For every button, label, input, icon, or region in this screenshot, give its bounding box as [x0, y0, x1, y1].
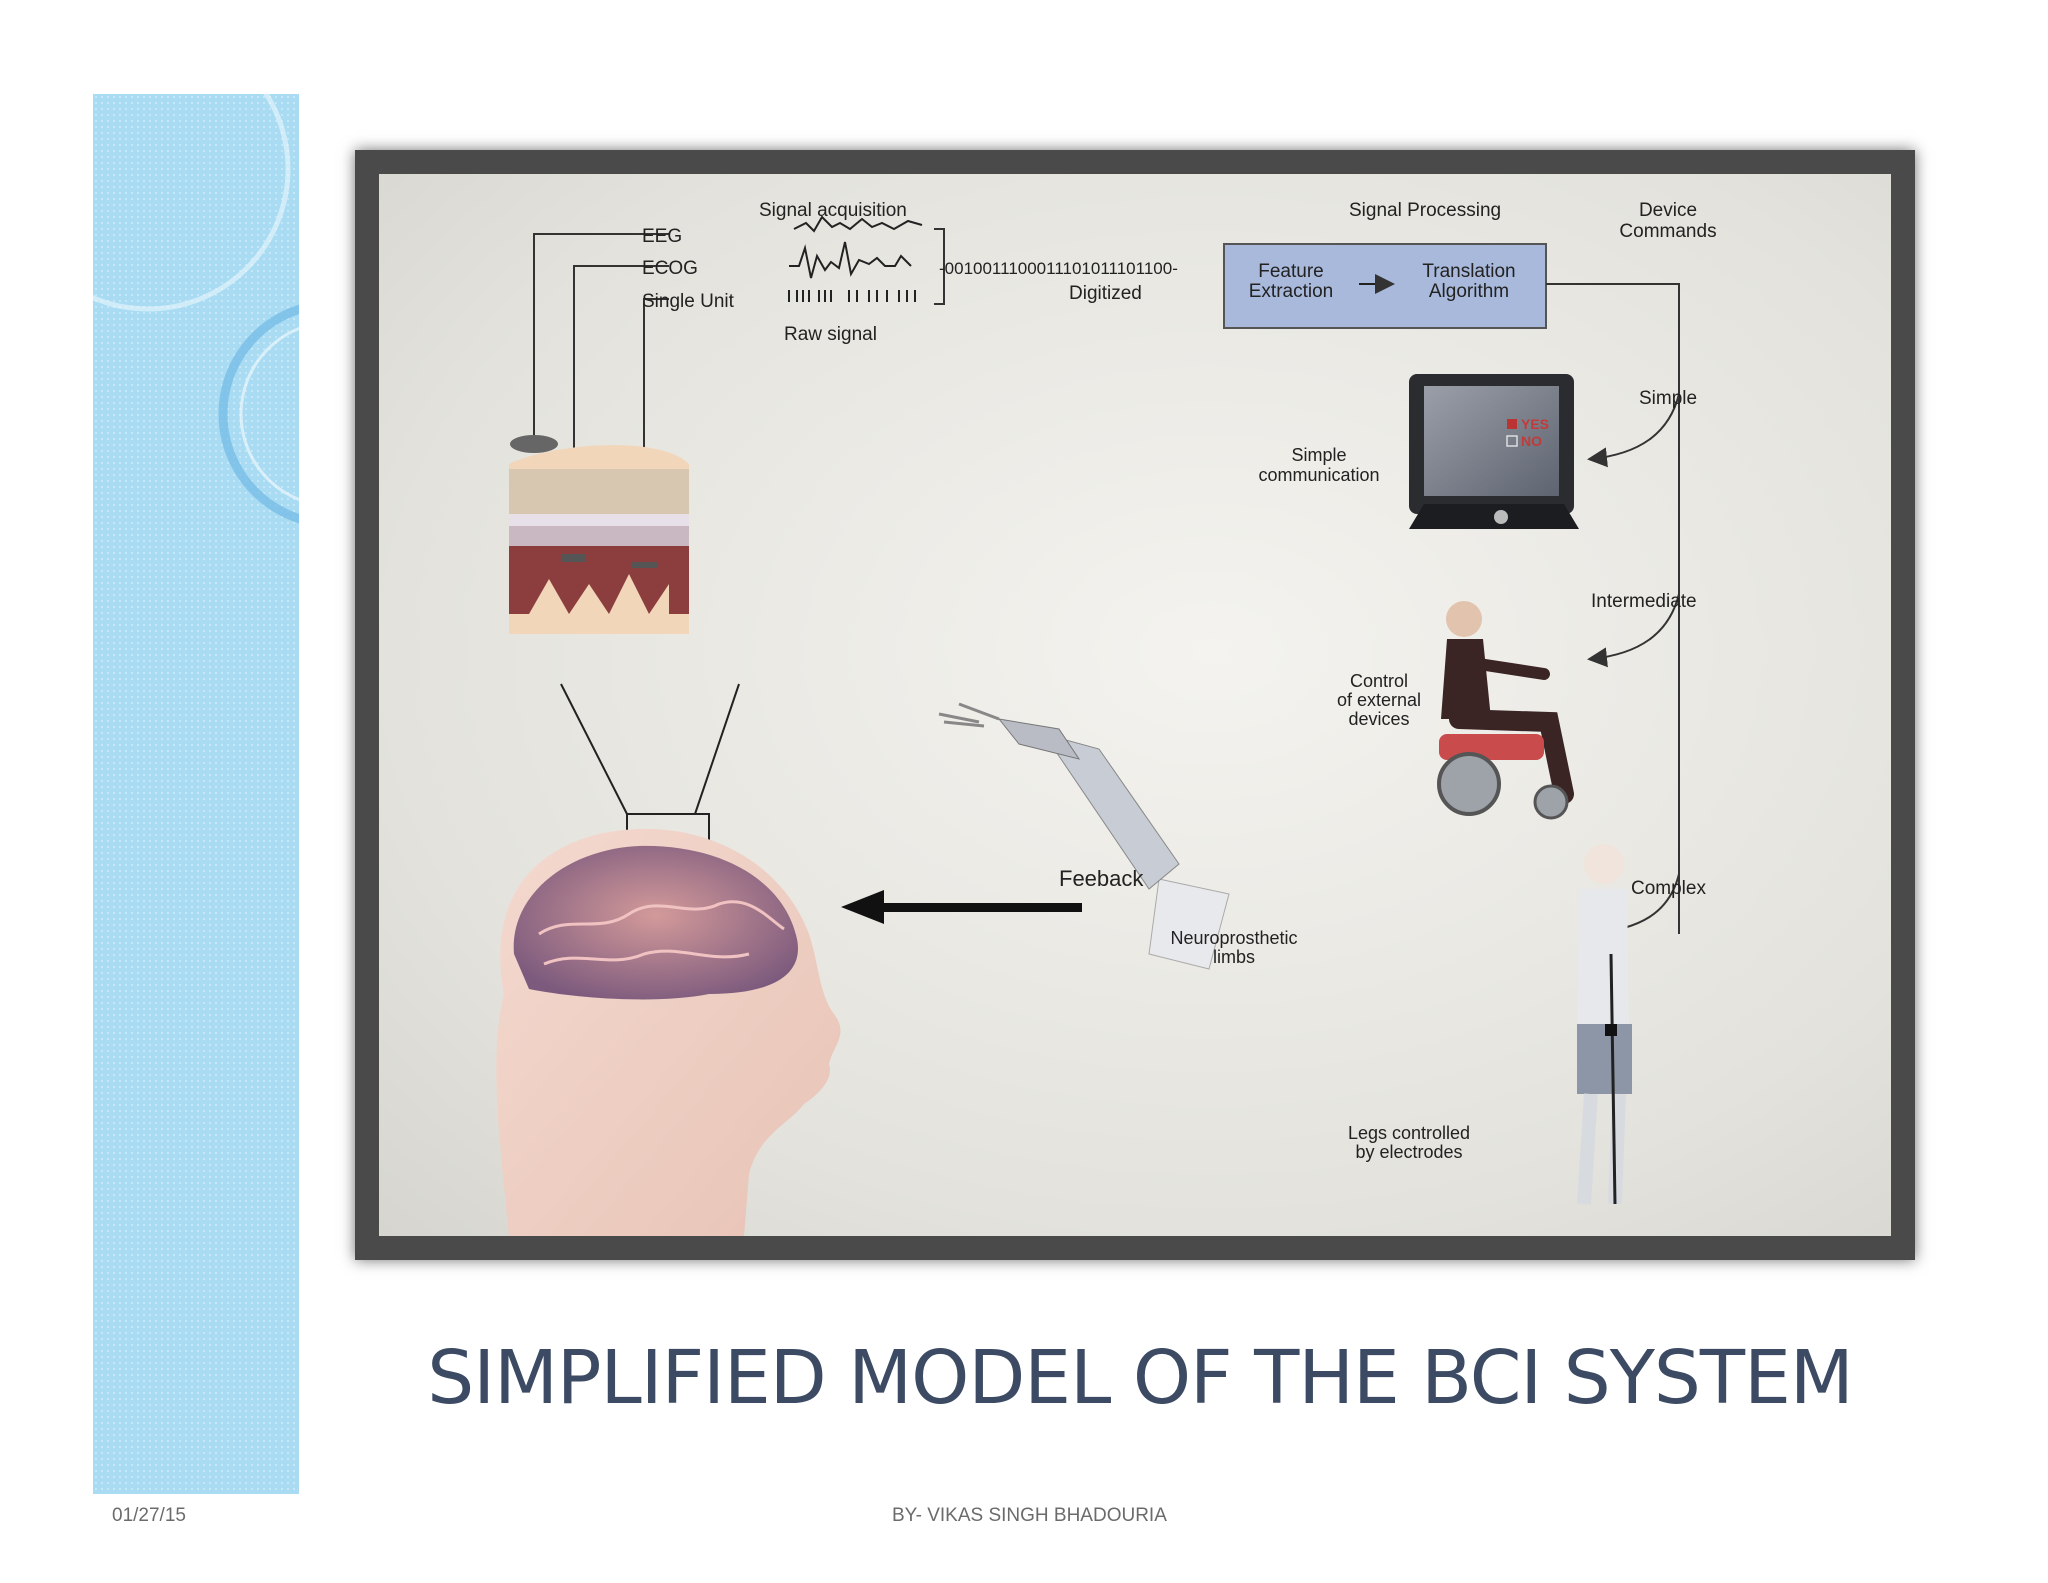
label-binary: -0010011100011101011101100- [939, 259, 1178, 278]
slide-date: 01/27/15 [112, 1505, 186, 1526]
neuroprosthetic-arm-illustration [938, 702, 1230, 970]
label-device: Device [1639, 200, 1697, 221]
label-simple: Simple [1639, 388, 1697, 409]
walking-person-illustration [1577, 844, 1632, 1205]
label-signal-processing: Signal Processing [1349, 200, 1501, 221]
label-feedback: Feeback [1059, 866, 1144, 891]
label-complex: Complex [1631, 878, 1706, 899]
label-translation: Translation [1422, 261, 1515, 282]
label-control-3: devices [1348, 709, 1409, 729]
head-illustration [496, 828, 841, 1236]
label-intermediate: Intermediate [1591, 591, 1697, 612]
label-raw-signal: Raw signal [784, 324, 877, 345]
signal-traces [788, 215, 923, 302]
label-control-2: of external [1337, 690, 1421, 710]
label-single-unit: Single Unit [642, 291, 735, 312]
feedback-arrow [841, 890, 1082, 924]
label-neuroprosthetic-1: Neuroprosthetic [1170, 928, 1297, 948]
side-decoration-band [93, 94, 299, 1494]
label-yes: YES [1521, 416, 1549, 432]
cortex-cross-section [509, 435, 689, 634]
label-neuroprosthetic-2: limbs [1213, 947, 1255, 967]
label-commands: Commands [1619, 221, 1716, 242]
label-eeg: EEG [642, 226, 682, 247]
slide-author: BY- VIKAS SINGH BHADOURIA [892, 1505, 1167, 1526]
monitor-illustration [1409, 374, 1579, 529]
label-extraction: Extraction [1249, 281, 1333, 302]
wheelchair-user-illustration [1437, 601, 1574, 820]
label-feature: Feature [1258, 261, 1323, 282]
diagram-frame: Signal acquisition EEG ECOG Single Unit … [355, 150, 1915, 1260]
label-control-1: Control [1350, 671, 1408, 691]
label-legs-2: by electrodes [1355, 1142, 1462, 1162]
label-ecog: ECOG [642, 258, 698, 279]
bci-diagram: Signal acquisition EEG ECOG Single Unit … [379, 174, 1891, 1236]
label-legs-1: Legs controlled [1348, 1123, 1470, 1143]
diagram-labels: Signal acquisition EEG ECOG Single Unit … [642, 200, 1717, 1162]
label-signal-acquisition: Signal acquisition [759, 200, 907, 221]
bci-diagram-svg: Signal acquisition EEG ECOG Single Unit … [496, 200, 1717, 1236]
slide-title: SIMPLIFIED MODEL OF THE BCI SYSTEM [427, 1335, 1853, 1421]
label-digitized: Digitized [1069, 283, 1142, 304]
label-simple-comm-1: Simple [1291, 445, 1346, 465]
decorative-circles [93, 94, 299, 524]
label-no: NO [1521, 433, 1542, 449]
label-algorithm: Algorithm [1429, 281, 1509, 302]
label-simple-comm-2: communication [1258, 465, 1379, 485]
